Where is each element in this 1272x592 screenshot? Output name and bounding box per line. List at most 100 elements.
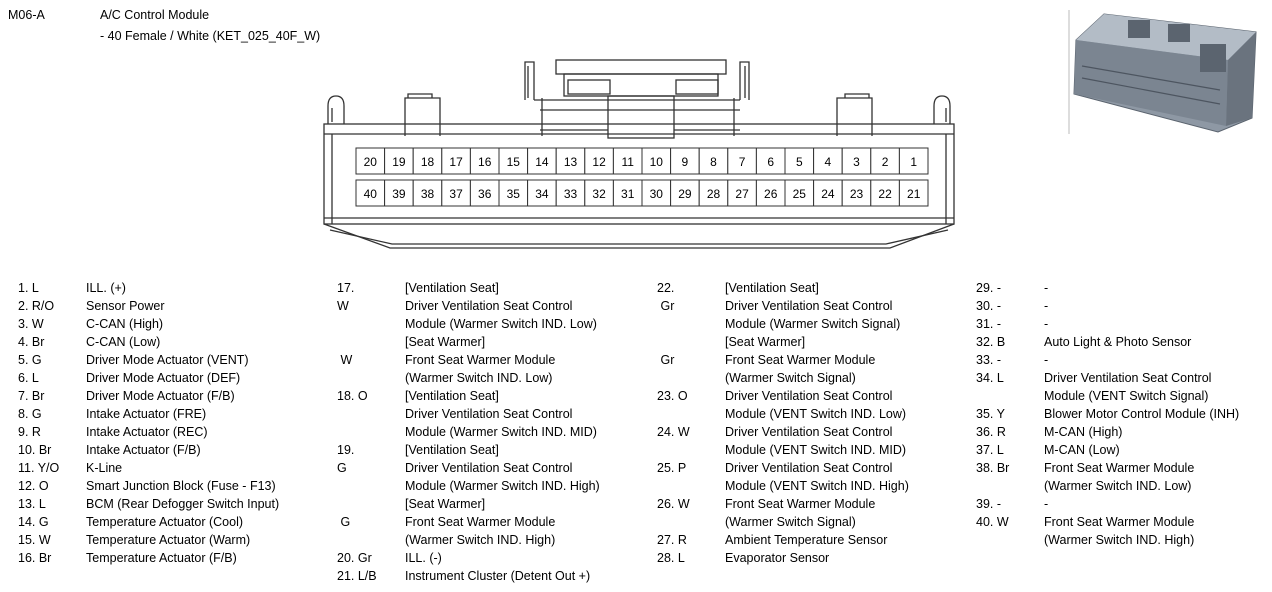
pin-cell: [441, 179, 471, 207]
pin-label: 6. L: [18, 371, 39, 385]
pin-description: [Ventilation Seat]: [405, 443, 499, 457]
pin-label: 8. G: [18, 407, 42, 421]
pin-cell: [813, 179, 843, 207]
pin-cell: [727, 147, 757, 175]
pin-number: 29: [678, 187, 692, 201]
pin-cell: [355, 179, 386, 207]
pin-description: Driver Mode Actuator (VENT): [86, 353, 249, 367]
pin-number: 33: [564, 187, 578, 201]
pin-cell: [784, 147, 815, 175]
pin-description: ILL. (+): [86, 281, 126, 295]
pin-label: 12. O: [18, 479, 49, 493]
pin-number: 39: [392, 187, 406, 201]
pin-number: 3: [853, 155, 860, 169]
pin-cell: [584, 147, 614, 175]
pin-number: 28: [707, 187, 721, 201]
pin-number: 34: [535, 187, 549, 201]
pin-description: Sensor Power: [86, 299, 165, 313]
pin-description: Driver Ventilation Seat Control: [405, 299, 573, 313]
pin-label: 40. W: [976, 515, 1009, 529]
pin-label: 3. W: [18, 317, 44, 331]
pin-number: 10: [650, 155, 664, 169]
pin-description: Front Seat Warmer Module: [405, 515, 556, 529]
pin-description: Front Seat Warmer Module: [1044, 461, 1195, 475]
pin-number: 2: [882, 155, 889, 169]
pin-cell: [555, 147, 586, 175]
pin-description: -: [1044, 317, 1049, 331]
pin-cell: [898, 179, 929, 207]
pin-description: Module (VENT Switch IND. Low): [725, 407, 907, 421]
pin-number: 12: [592, 155, 606, 169]
pin-number: 18: [421, 155, 435, 169]
pin-cell: [698, 147, 729, 175]
pin-label: 27. R: [657, 533, 687, 547]
pin-label: 13. L: [18, 497, 46, 511]
pin-description: Ambient Temperature Sensor: [725, 533, 888, 547]
pin-label: 5. G: [18, 353, 42, 367]
pin-label: 16. Br: [18, 551, 52, 565]
pin-number: 32: [592, 187, 606, 201]
pin-description: (Warmer Switch Signal): [725, 515, 856, 529]
pin-description: Driver Ventilation Seat Control: [725, 389, 893, 403]
pin-description: Temperature Actuator (Warm): [86, 533, 251, 547]
pin-description: (Warmer Switch IND. High): [1044, 533, 1195, 547]
pin-label: G: [337, 461, 347, 475]
connector-code: M06-A: [8, 8, 45, 22]
pin-description: Intake Actuator (FRE): [86, 407, 207, 421]
pin-label: 30. -: [976, 299, 1002, 313]
pin-label: 17.: [337, 281, 355, 295]
pin-number: 9: [682, 155, 689, 169]
pin-description: [Seat Warmer]: [405, 497, 486, 511]
pin-description: Driver Mode Actuator (F/B): [86, 389, 235, 403]
pin-number: 1: [910, 155, 917, 169]
pin-cell: [841, 147, 872, 175]
pin-number: 37: [449, 187, 463, 201]
pin-cell: [412, 179, 443, 207]
pin-description: Driver Ventilation Seat Control: [725, 299, 893, 313]
pin-description: Front Seat Warmer Module: [1044, 515, 1195, 529]
pin-cell: [469, 179, 500, 207]
pin-cell: [441, 147, 471, 175]
pin-description: Module (VENT Switch IND. High): [725, 479, 909, 493]
pin-label: G: [337, 515, 351, 529]
pin-label: 31. -: [976, 317, 1002, 331]
pin-description: ILL. (-): [405, 551, 442, 565]
pin-description: Module (Warmer Switch IND. MID): [405, 425, 597, 439]
pin-description: C-CAN (High): [86, 317, 164, 331]
connector-subtitle: - 40 Female / White (KET_025_40F_W): [100, 29, 321, 43]
pin-label: W: [337, 299, 349, 313]
pin-description: C-CAN (Low): [86, 335, 161, 349]
pin-description: K-Line: [86, 461, 123, 475]
pin-label: 37. L: [976, 443, 1004, 457]
pin-number: 40: [364, 187, 378, 201]
pin-number: 8: [710, 155, 717, 169]
pin-cell: [384, 179, 414, 207]
pin-description: Module (Warmer Switch IND. High): [405, 479, 600, 493]
pin-number: 27: [735, 187, 749, 201]
pin-number: 20: [364, 155, 378, 169]
left-key: [404, 97, 441, 136]
pin-label: 1. L: [18, 281, 39, 295]
pin-cell: [670, 179, 700, 207]
connector-body: [323, 123, 955, 225]
pin-label: 28. L: [657, 551, 685, 565]
pin-description: [Ventilation Seat]: [405, 281, 499, 295]
pin-description: Driver Ventilation Seat Control: [725, 461, 893, 475]
pin-description: Front Seat Warmer Module: [725, 353, 876, 367]
pin-cell: [527, 147, 557, 175]
pin-description: Intake Actuator (F/B): [86, 443, 201, 457]
pin-cell: [898, 147, 929, 175]
pin-label: 22.: [657, 281, 675, 295]
pin-cell: [841, 179, 872, 207]
pin-description: Driver Mode Actuator (DEF): [86, 371, 241, 385]
pin-description: Instrument Cluster (Detent Out +): [405, 569, 591, 583]
pin-description: Temperature Actuator (F/B): [86, 551, 237, 565]
pin-label: 33. -: [976, 353, 1002, 367]
pin-number: 15: [507, 155, 521, 169]
pin-label: 23. O: [657, 389, 688, 403]
pin-cell: [498, 147, 529, 175]
pin-number: 6: [767, 155, 774, 169]
pin-description: Auto Light & Photo Sensor: [1044, 335, 1192, 349]
